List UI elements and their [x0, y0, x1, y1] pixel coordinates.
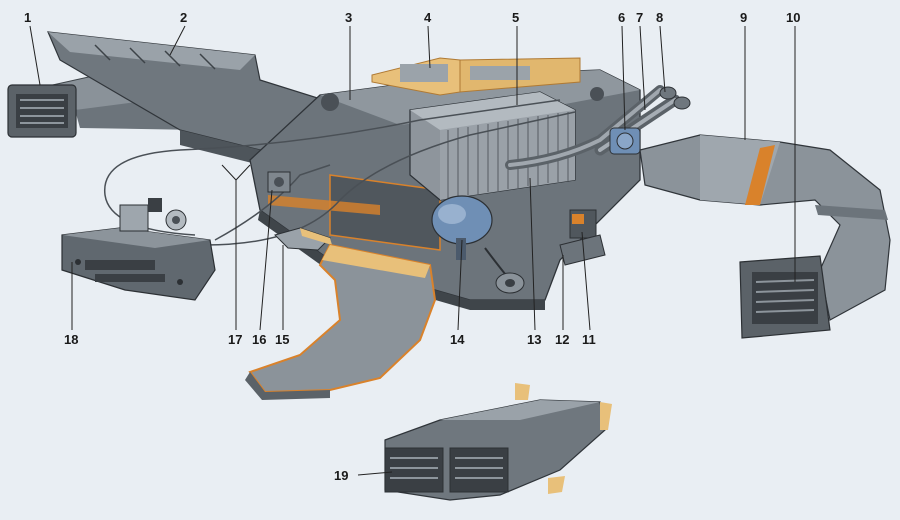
right-vent-nozzle	[739, 255, 831, 339]
heater-valve	[609, 127, 641, 155]
callout-15: 15	[275, 332, 289, 347]
cable-clamp	[267, 171, 291, 193]
leader-16	[259, 189, 273, 331]
callout-6: 6	[618, 10, 625, 25]
fan-motor	[431, 195, 525, 294]
callout-2: 2	[180, 10, 187, 25]
callout-11: 11	[582, 332, 596, 347]
leader-6	[621, 25, 626, 131]
heater-radiator	[409, 91, 576, 201]
callout-5: 5	[512, 10, 519, 25]
leader-11	[581, 231, 591, 331]
callout-7: 7	[636, 10, 643, 25]
callout-13: 13	[527, 332, 541, 347]
callout-8: 8	[656, 10, 663, 25]
leader-1	[29, 25, 41, 86]
leader-lines	[29, 25, 796, 476]
leader-14	[457, 239, 463, 331]
callout-14: 14	[450, 332, 465, 347]
flap-mechanism	[559, 209, 606, 266]
leader-8	[659, 25, 666, 93]
callout-labels: 1 2 3 4 5 6 7 8 9 10 11 12 13 14 15 16 1…	[24, 10, 800, 483]
mounting-bracket	[274, 227, 332, 251]
right-vent-duct	[639, 134, 891, 321]
callout-3: 3	[345, 10, 352, 25]
callout-19: 19	[334, 468, 348, 483]
leader-4	[427, 25, 431, 69]
callout-18: 18	[64, 332, 78, 347]
control-unit	[61, 198, 216, 301]
center-vent-duct	[384, 383, 612, 501]
foam-seal	[371, 57, 581, 96]
callout-4: 4	[424, 10, 432, 25]
floor-duct	[245, 243, 437, 400]
callout-17: 17	[228, 332, 242, 347]
callout-12: 12	[555, 332, 569, 347]
leader-19	[357, 471, 393, 476]
callout-10: 10	[786, 10, 800, 25]
leader-2	[169, 25, 186, 56]
callout-9: 9	[740, 10, 747, 25]
leader-7	[639, 25, 646, 111]
leader-17	[221, 164, 251, 330]
callout-1: 1	[24, 10, 31, 25]
leader-13	[529, 177, 536, 331]
callout-16: 16	[252, 332, 266, 347]
